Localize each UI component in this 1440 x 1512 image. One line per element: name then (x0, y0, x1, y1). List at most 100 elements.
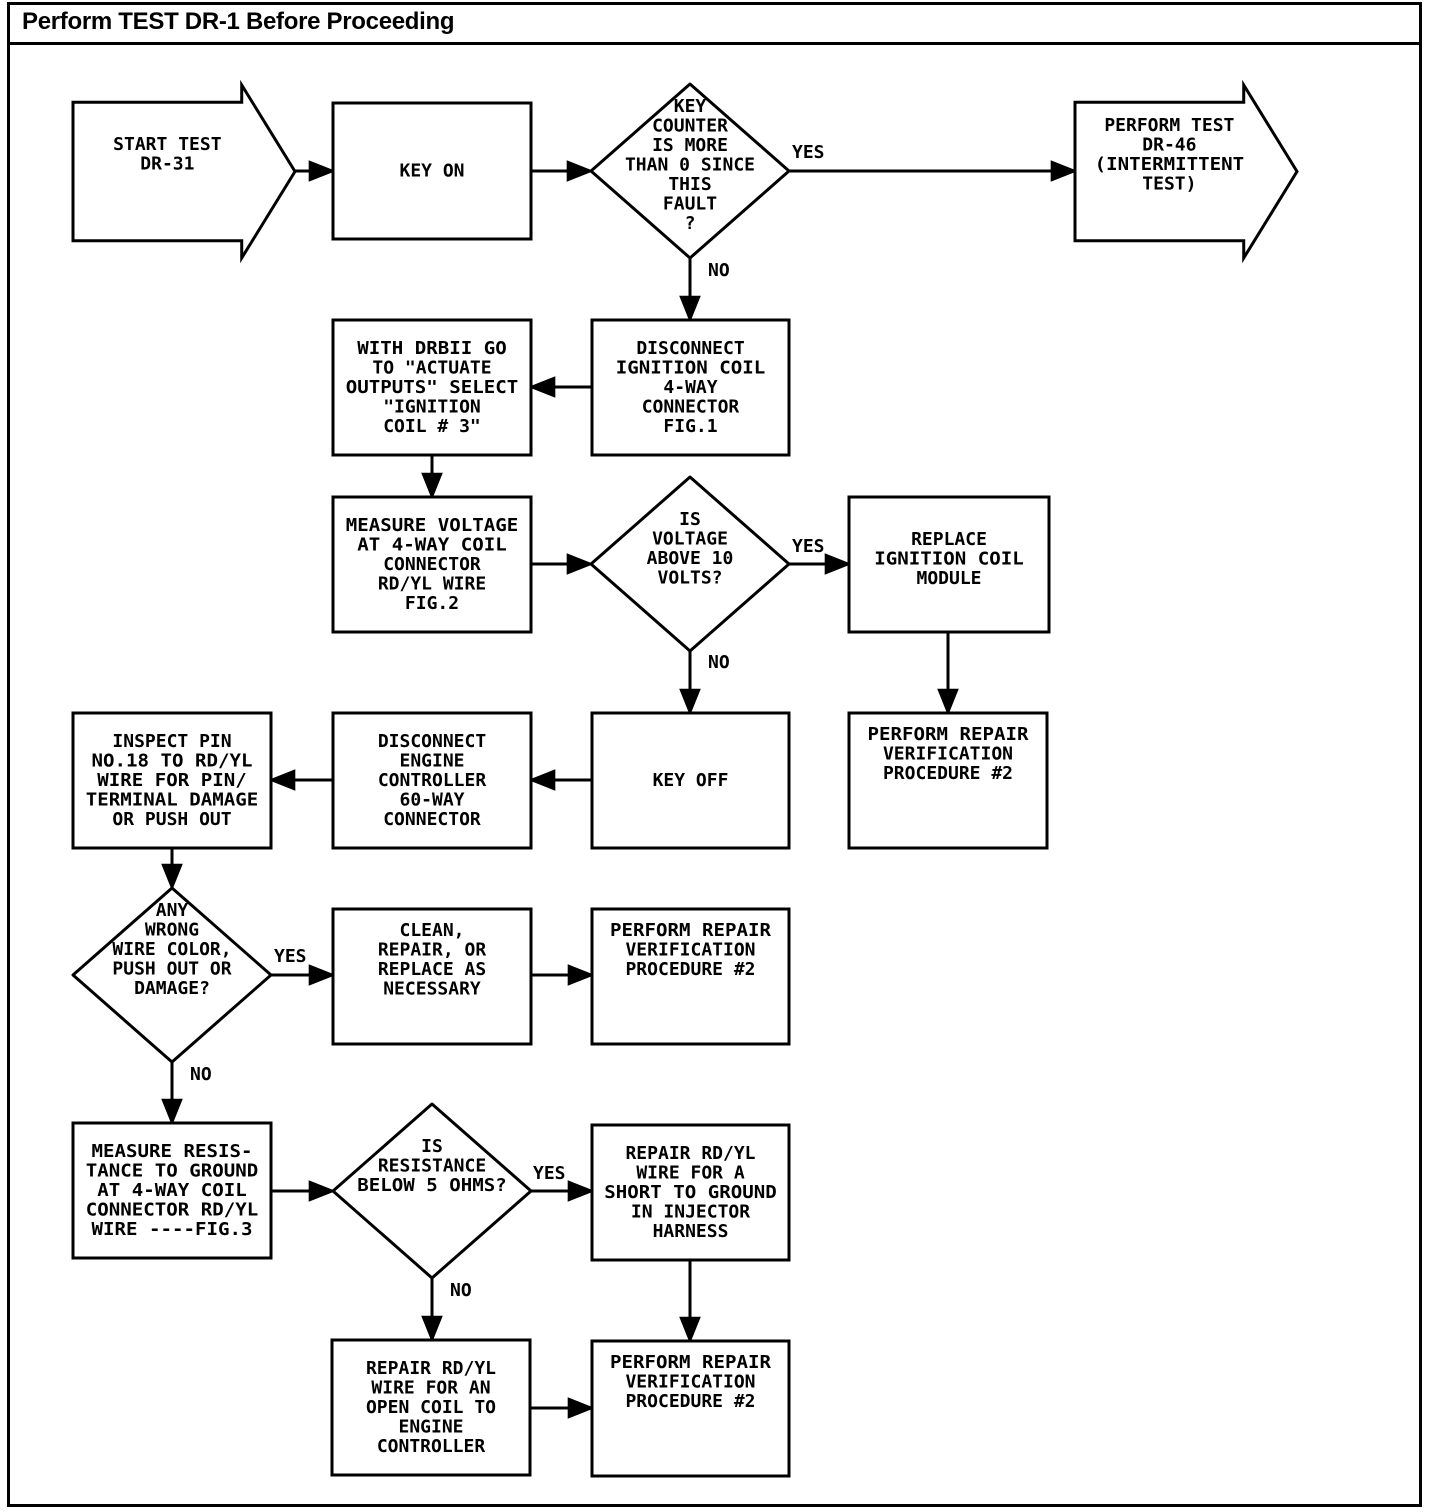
node-text-line: ? (685, 213, 696, 234)
node-text-line: REPAIR RD/YL (625, 1143, 755, 1164)
node-text-line: (INTERMITTENT (1095, 154, 1245, 175)
node-text-line: VERIFICATION (883, 744, 1013, 765)
node-text-line: IS MORE (652, 135, 728, 156)
edge-dec-key-counter-to-disconnect-coil: NO (679, 258, 730, 323)
decision-diamond (331, 1102, 533, 1280)
page-title: Perform TEST DR-1 Before Proceeding (22, 8, 455, 35)
edge-label-no: NO (708, 260, 730, 281)
node-text-line: VOLTS? (657, 568, 722, 589)
process-box (331, 495, 533, 634)
edge-label-yes: YES (792, 142, 825, 163)
node-text-line: CONTROLLER (378, 770, 487, 791)
node-text-line: OPEN COIL TO (366, 1397, 496, 1418)
edge-dec-voltage-to-key-off: NO (679, 651, 730, 716)
edge-dec-resistance-to-repair-short: YES (531, 1163, 595, 1202)
node-text-line: VOLTAGE (652, 529, 728, 550)
node-text-line: WIRE FOR A (636, 1162, 745, 1183)
node-text-line: START TEST (113, 134, 222, 155)
process-box (590, 711, 791, 850)
diagram-frame (7, 2, 1422, 1507)
node-text-line: AT 4-WAY COIL (357, 534, 507, 555)
node-text-line: NECESSARY (383, 979, 481, 1000)
node-text-line: FIG.1 (663, 416, 717, 437)
node-text-line: 4-WAY (663, 377, 717, 398)
node-text-line: RESISTANCE (378, 1156, 486, 1177)
title-bar (7, 2, 1422, 45)
edge-label-yes: YES (792, 536, 825, 557)
node-text-line: CONNECTOR (383, 809, 481, 830)
node-text-line: COUNTER (652, 116, 728, 137)
node-text-line: BELOW 5 OHMS? (357, 1175, 507, 1196)
node-text-line: WIRE FOR AN (371, 1377, 490, 1398)
node-text-line: REPLACE (911, 529, 987, 550)
node-text-line: PERFORM REPAIR (610, 1352, 771, 1373)
node-text-line: OR PUSH OUT (112, 809, 231, 830)
node-text-line: WIRE ----FIG.3 (92, 1219, 253, 1240)
node-text-line: 60-WAY (399, 789, 464, 810)
node-text-line: WITH DRBII GO (357, 338, 507, 359)
node-text-line: CONNECTOR (642, 396, 740, 417)
node-text-line: COIL # 3" (383, 416, 481, 437)
terminal-arrow-shape (71, 79, 297, 264)
node-text-line: FIG.2 (405, 593, 459, 614)
process-box (331, 711, 533, 850)
edge-dec-wire-to-measure-resistance: NO (161, 1062, 212, 1126)
node-text-line: TEST) (1142, 174, 1196, 195)
process-box (590, 1339, 791, 1478)
decision-diamond (589, 82, 791, 260)
node-text-line: WIRE COLOR, (112, 939, 231, 960)
node-text-line: KEY (674, 96, 707, 117)
node-text-line: PROCEDURE #2 (625, 1391, 755, 1412)
node-text-line: PUSH OUT OR (112, 959, 231, 980)
node-text-line: DISCONNECT (636, 338, 745, 359)
process-box (590, 907, 791, 1046)
node-text-line: PERFORM REPAIR (868, 724, 1029, 745)
node-text-line: PERFORM REPAIR (610, 920, 771, 941)
node-text-line: CONNECTOR RD/YL (86, 1199, 259, 1220)
node-text-line: ABOVE 10 (647, 548, 734, 569)
node-text-line: TANCE TO GROUND (86, 1160, 259, 1181)
process-box (590, 1123, 791, 1262)
node-text-line: IS (421, 1136, 443, 1157)
node-text-line: CONTROLLER (377, 1436, 486, 1457)
process-box (331, 907, 533, 1046)
node-disconnect-ecm: DISCONNECTENGINECONTROLLER60-WAYCONNECTO… (331, 711, 533, 850)
node-text-line: REPLACE AS (378, 959, 486, 980)
process-box (847, 495, 1051, 634)
node-text-line: KEY ON (399, 160, 464, 181)
node-text-line: DR-31 (140, 154, 194, 175)
node-text-line: DAMAGE? (134, 978, 210, 999)
process-box (71, 1121, 273, 1260)
node-text-line: CONNECTOR (383, 554, 481, 575)
node-text-line: REPAIR, OR (378, 940, 487, 961)
edge-label-yes: YES (533, 1163, 566, 1184)
node-text-line: VERIFICATION (625, 1372, 755, 1393)
process-box (71, 711, 273, 850)
process-box (330, 1338, 532, 1477)
node-text-line: MODULE (916, 568, 981, 589)
terminal-arrow-shape (1073, 79, 1299, 264)
node-text-line: REPAIR RD/YL (366, 1358, 496, 1379)
edge-label-no: NO (450, 1280, 472, 1301)
node-text-line: IN INJECTOR (631, 1201, 750, 1222)
node-text-line: HARNESS (653, 1221, 729, 1242)
node-text-line: DR-46 (1142, 135, 1196, 156)
node-text-line: ANY (156, 900, 189, 921)
node-text-line: TO "ACTUATE (372, 357, 491, 378)
node-text-line: OUTPUTS" SELECT (346, 377, 519, 398)
